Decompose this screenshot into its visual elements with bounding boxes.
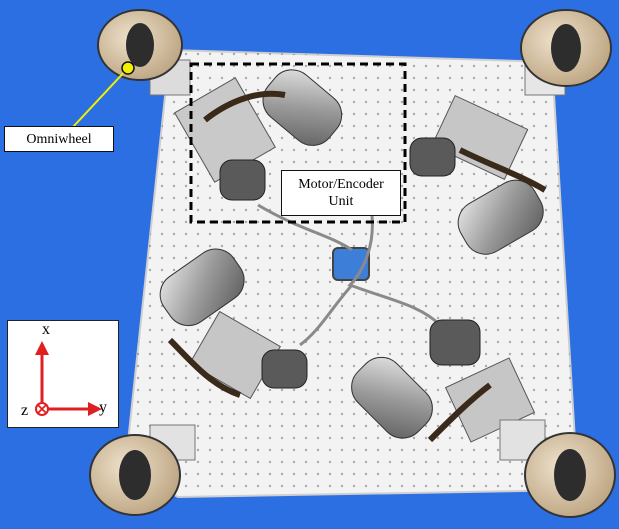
omniwheel-label: Omniwheel xyxy=(4,126,114,152)
axes-arrows xyxy=(35,341,102,416)
cables xyxy=(257,203,442,347)
motor-unit-bottom-left xyxy=(159,248,308,400)
motor-encoder-label: Motor/Encoder Unit xyxy=(281,170,401,216)
omniwheel-leader-line xyxy=(71,67,129,129)
omniwheel-bottom-left xyxy=(89,424,196,516)
motor-unit-top-left xyxy=(174,69,343,201)
omniwheel-top-right xyxy=(520,9,612,96)
y-axis-label: y xyxy=(99,399,107,416)
coordinate-axes-inset: x y z xyxy=(7,320,119,428)
x-axis-label: x xyxy=(42,321,50,338)
omniwheel-label-text: Omniwheel xyxy=(26,132,92,147)
motor-unit-top-right xyxy=(409,94,547,255)
z-axis-label: z xyxy=(21,402,29,419)
motor-encoder-label-line2: Unit xyxy=(328,194,354,209)
omniwheel-bottom-right xyxy=(499,419,616,518)
motor-unit-highlight-box xyxy=(189,62,407,224)
omniwheel-top-left xyxy=(97,9,191,96)
omniwheel-marker xyxy=(121,61,135,75)
motor-encoder-label-line1: Motor/Encoder xyxy=(298,177,384,192)
